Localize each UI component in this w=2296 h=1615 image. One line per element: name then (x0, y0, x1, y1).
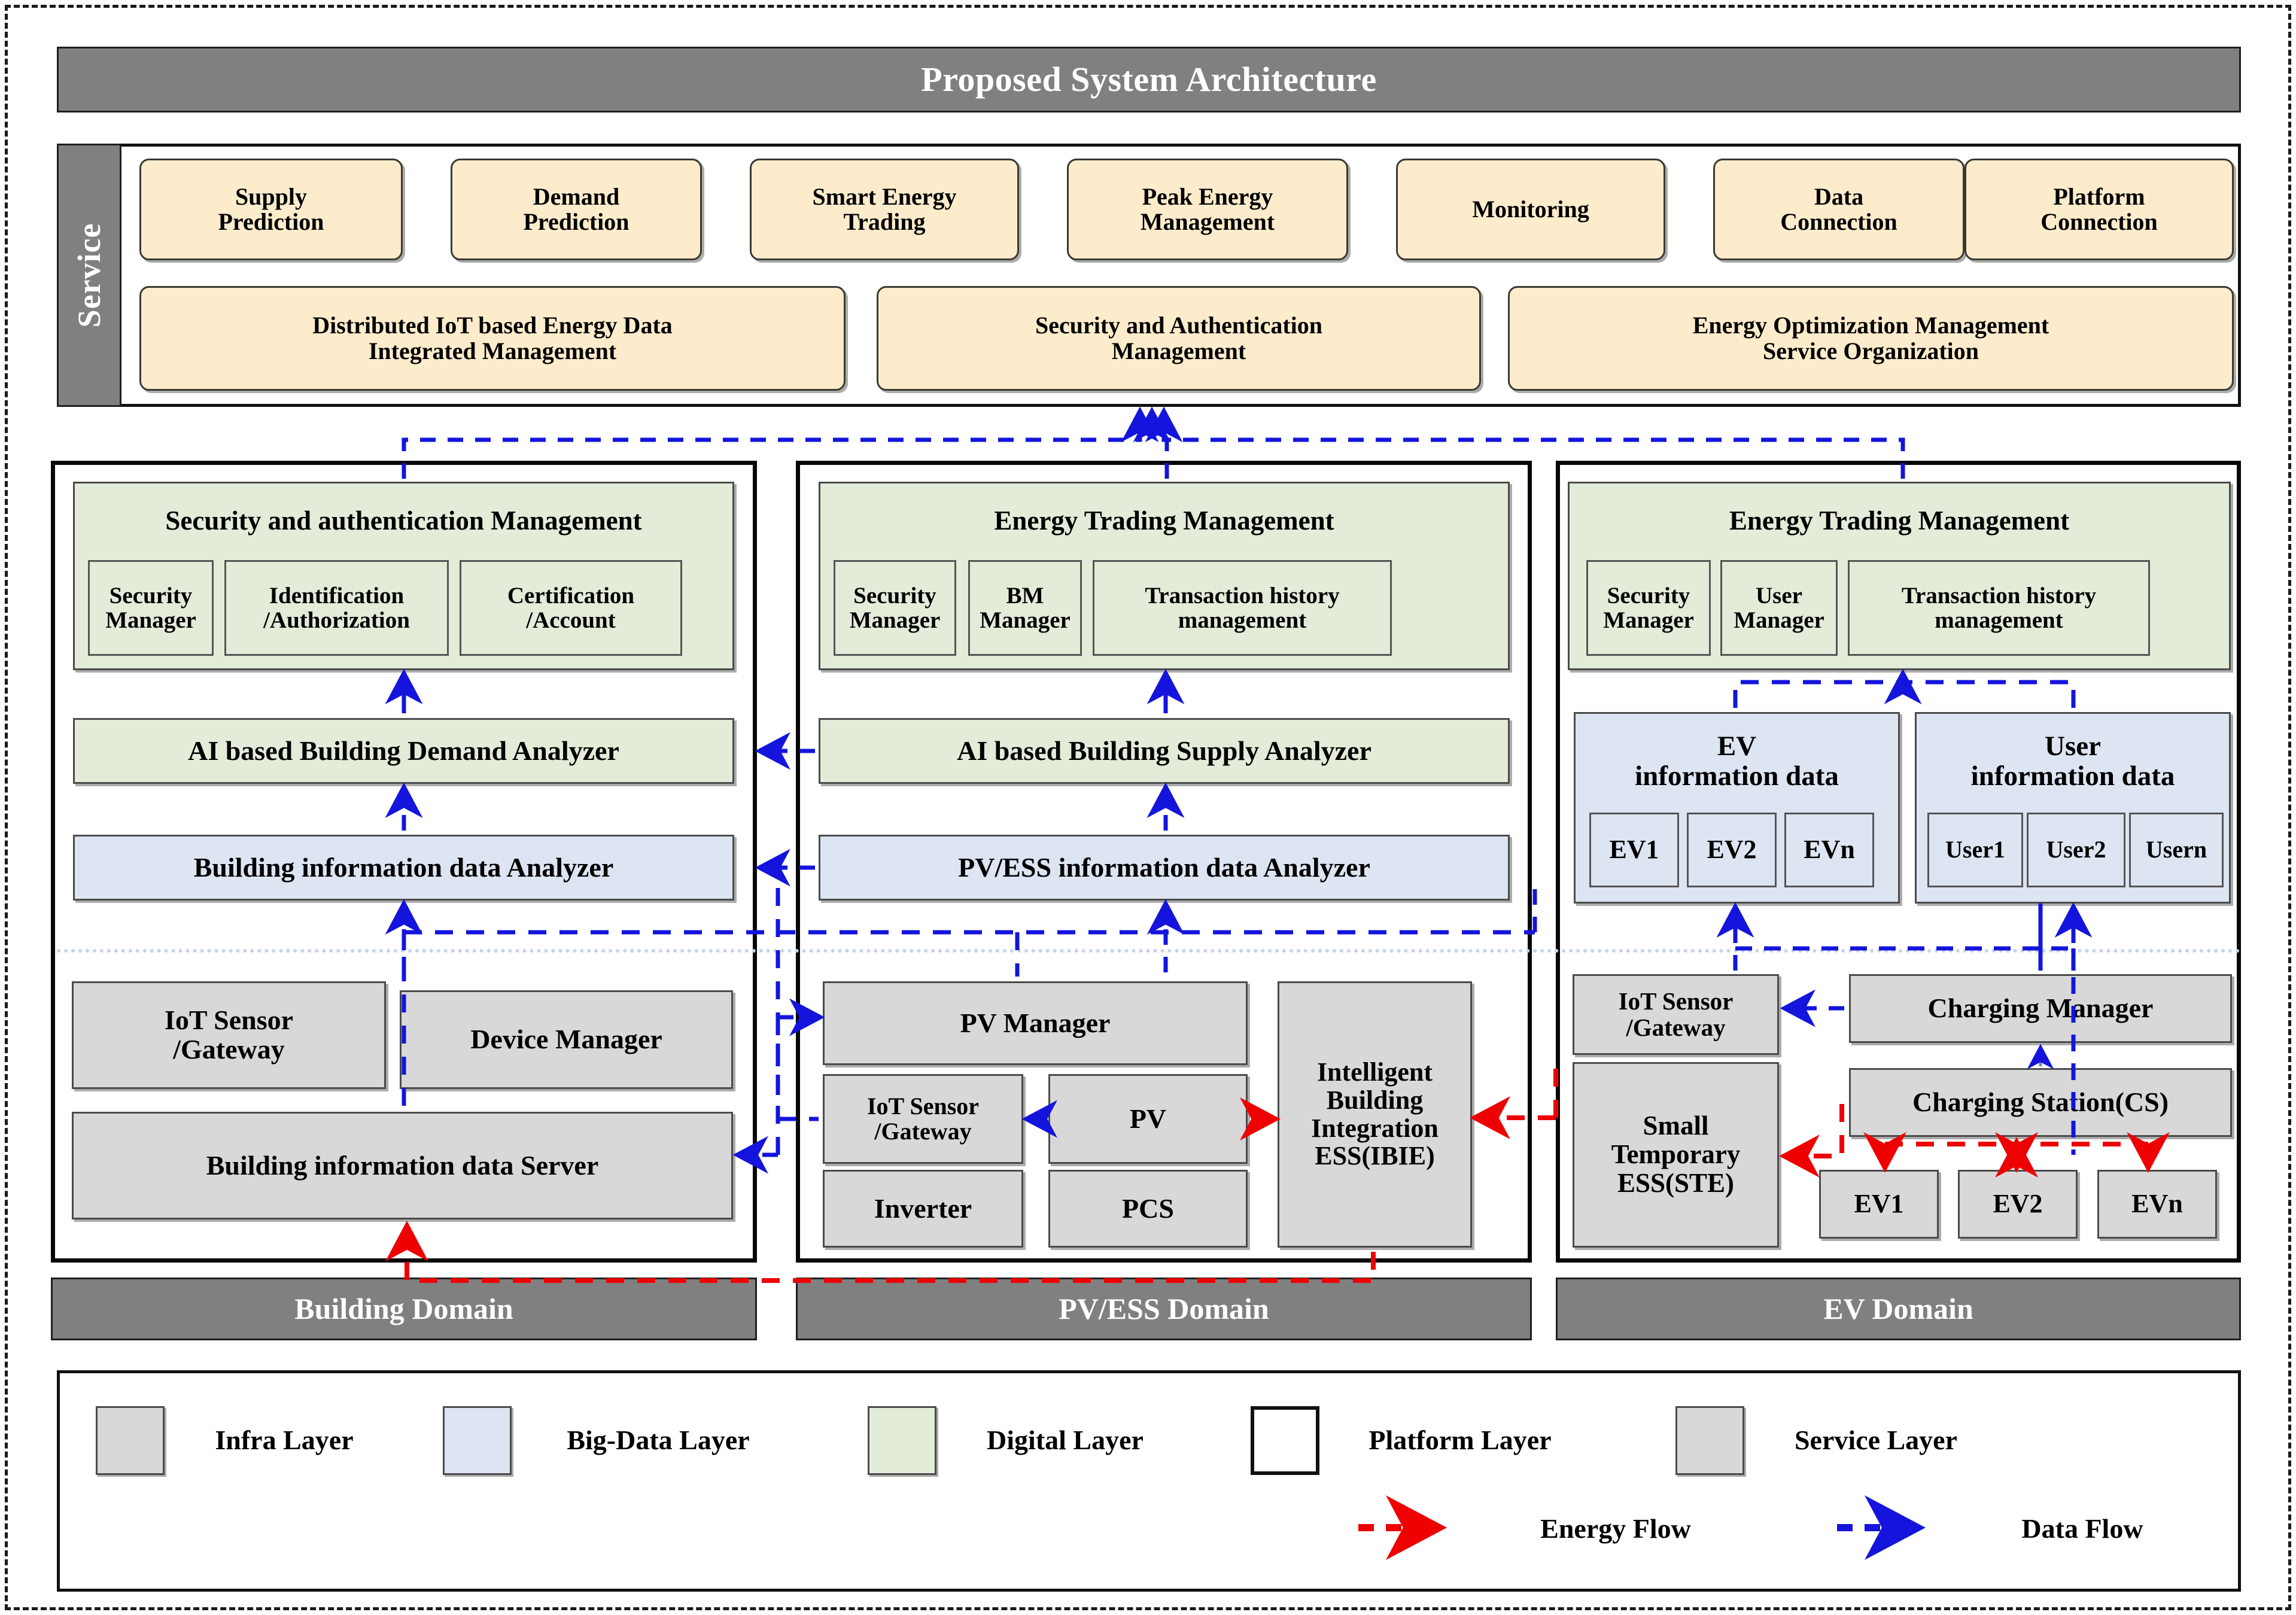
building-iot-sensor-gateway[interactable]: IoT Sensor/Gateway (72, 981, 386, 1089)
user-item-usern[interactable]: Usern (2129, 813, 2224, 887)
ev-item-ev2[interactable]: EV2 (1687, 813, 1777, 887)
ev-infra-ev2[interactable]: EV2 (1958, 1170, 2078, 1239)
ev-infra-evn[interactable]: EVn (2097, 1170, 2217, 1239)
pvess-inverter[interactable]: Inverter (823, 1170, 1023, 1248)
legend-label-infra-layer: Infra Layer (215, 1425, 354, 1456)
building-digital-block: Security and authentication Management S… (73, 482, 734, 670)
legend-swatch-service-layer (1675, 1406, 1744, 1475)
legend-label-energy-flow: Energy Flow (1540, 1513, 1691, 1544)
service-tab: Service (57, 144, 121, 407)
legend-label-service-layer: Service Layer (1794, 1425, 1958, 1456)
charging-manager[interactable]: Charging Manager (1849, 974, 2232, 1043)
pvess-domain-footer: PV/ESS Domain (796, 1278, 1532, 1340)
building-digital-title: Security and authentication Management (165, 506, 642, 536)
legend-swatch-big-data-layer (443, 1406, 512, 1475)
legend-label-data-flow: Data Flow (2021, 1513, 2143, 1544)
legend-label-big-data-layer: Big-Data Layer (567, 1425, 750, 1456)
pvess-ai-supply-analyzer[interactable]: AI based Building Supply Analyzer (819, 718, 1510, 784)
ev-digital-title: Energy Trading Management (1729, 506, 2070, 536)
layer-divider (57, 949, 2241, 953)
page-title: Proposed System Architecture (57, 47, 2241, 112)
building-information-data-server[interactable]: Building information data Server (72, 1112, 733, 1219)
pvess-pcs[interactable]: PCS (1048, 1170, 1248, 1248)
pvess-iot-sensor-gateway[interactable]: IoT Sensor/Gateway (823, 1074, 1023, 1164)
ev-infra-ev1[interactable]: EV1 (1819, 1170, 1939, 1239)
building-ai-demand-analyzer[interactable]: AI based Building Demand Analyzer (73, 718, 734, 784)
user-item-user2[interactable]: User2 (2027, 813, 2125, 887)
building-domain-footer: Building Domain (51, 1278, 757, 1340)
legend-swatch-infra-layer (96, 1406, 165, 1475)
ev-item-evn[interactable]: EVn (1784, 813, 1874, 887)
ev-domain-footer: EV Domain (1556, 1278, 2241, 1340)
building-sub-certification-account[interactable]: Certification/Account (460, 560, 682, 656)
legend-label-platform-layer: Platform Layer (1369, 1425, 1552, 1456)
legend-swatch-platform-layer (1251, 1406, 1319, 1475)
pv-device[interactable]: PV (1048, 1074, 1248, 1164)
service-item-monitoring[interactable]: Monitoring (1396, 159, 1665, 260)
charging-station[interactable]: Charging Station(CS) (1849, 1068, 2232, 1137)
legend-swatch-digital-layer (868, 1406, 936, 1475)
building-information-data-analyzer[interactable]: Building information data Analyzer (73, 835, 734, 901)
ev-item-ev1[interactable]: EV1 (1589, 813, 1679, 887)
user-item-user1[interactable]: User1 (1927, 813, 2023, 887)
pv-manager[interactable]: PV Manager (823, 981, 1248, 1065)
pvess-information-data-analyzer[interactable]: PV/ESS information data Analyzer (819, 835, 1510, 901)
legend-label-digital-layer: Digital Layer (987, 1425, 1144, 1456)
legend-panel (57, 1370, 2241, 1592)
building-device-manager[interactable]: Device Manager (400, 990, 733, 1089)
building-sub-identification-authorization[interactable]: Identification/Authorization (224, 560, 449, 656)
service-tab-label: Service (71, 223, 107, 328)
pvess-digital-title: Energy Trading Management (994, 506, 1334, 536)
outer-dashed-frame (5, 5, 2291, 1610)
ev-iot-sensor-gateway[interactable]: IoT Sensor/Gateway (1573, 974, 1779, 1055)
